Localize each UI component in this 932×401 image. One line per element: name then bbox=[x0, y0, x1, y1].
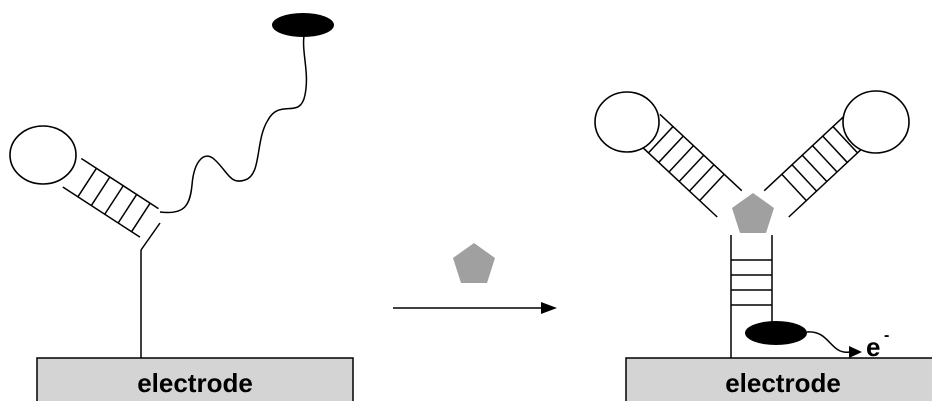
right-left-arm bbox=[634, 113, 743, 218]
right-electrode bbox=[625, 357, 932, 401]
target-pentagon-icon bbox=[453, 243, 495, 283]
left-hairpin-loop bbox=[9, 125, 77, 185]
left-stem-base bbox=[140, 222, 161, 251]
left-single-strand bbox=[159, 29, 308, 214]
right-stem-rungs bbox=[731, 259, 772, 306]
left-electrode bbox=[36, 357, 354, 401]
right-left-loop bbox=[594, 91, 660, 153]
electron-charge-label: - bbox=[884, 327, 889, 344]
left-panel: electrode bbox=[9, 13, 354, 401]
reaction-step bbox=[393, 243, 557, 314]
electron-transfer-arrowhead-icon bbox=[849, 346, 862, 358]
bound-target-pentagon-icon bbox=[732, 193, 774, 233]
right-redox-tag bbox=[745, 321, 807, 345]
right-panel: electrode bbox=[594, 90, 932, 401]
electron-label: e bbox=[866, 332, 880, 362]
right-right-arm bbox=[763, 113, 872, 218]
right-electrode-label: electrode bbox=[725, 368, 841, 398]
left-hairpin-stem bbox=[62, 157, 159, 238]
left-electrode-label: electrode bbox=[137, 368, 253, 398]
right-right-loop bbox=[842, 90, 910, 154]
left-redox-tag bbox=[272, 13, 334, 37]
reaction-arrow-icon bbox=[541, 302, 557, 314]
electron-transfer-arrow bbox=[806, 331, 851, 353]
